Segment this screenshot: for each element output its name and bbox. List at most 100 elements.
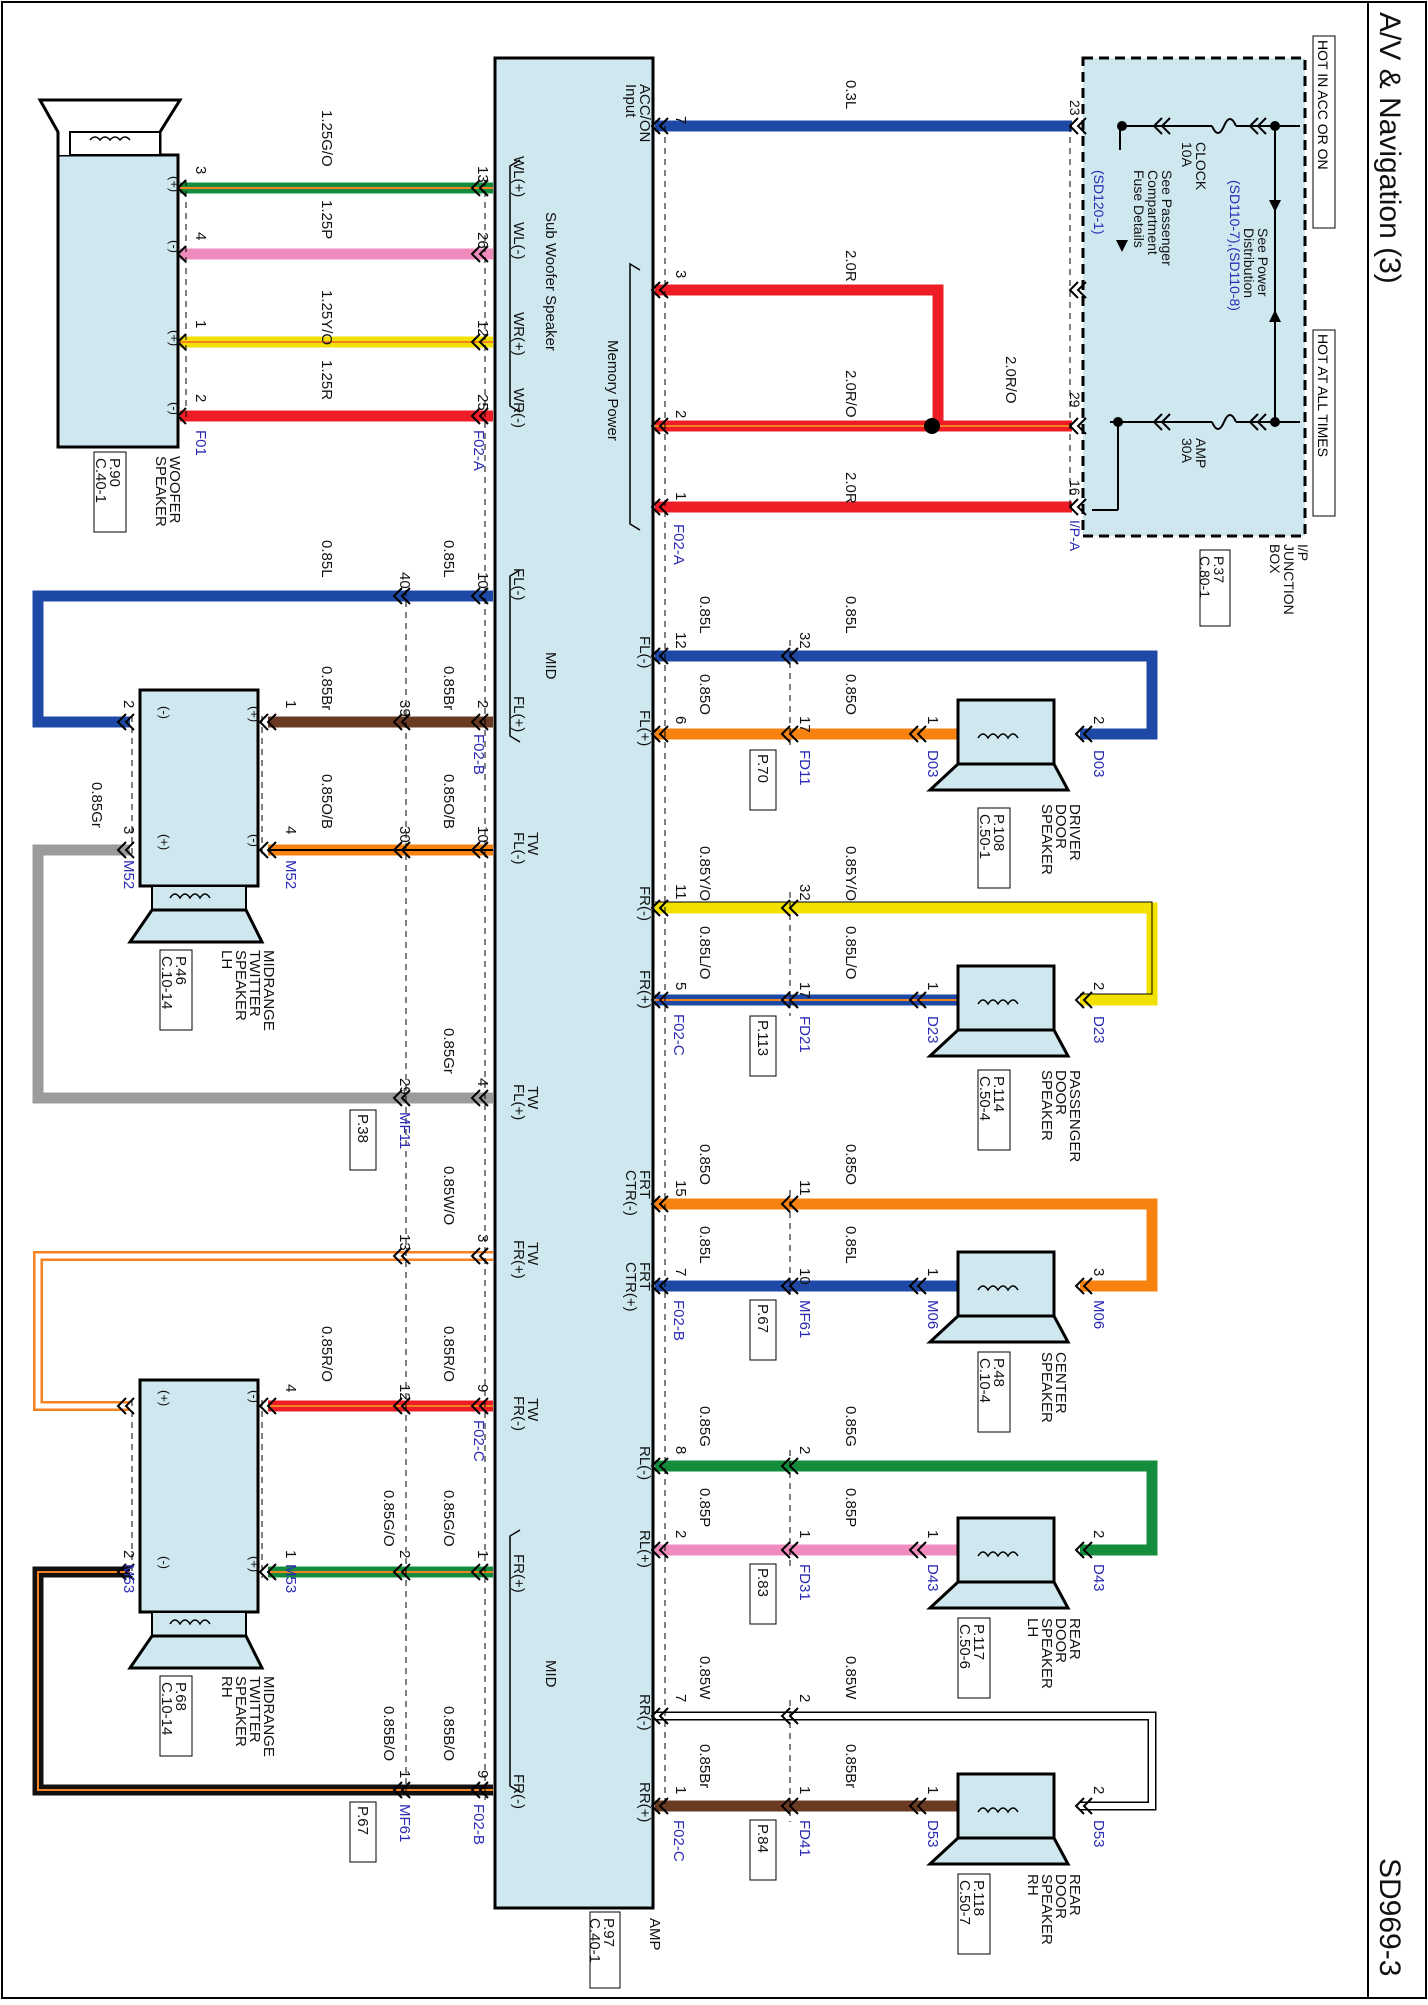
driver-door-speaker xyxy=(926,698,1071,792)
connector-chevron xyxy=(116,1563,135,1581)
amp-pin-tw-fr-plus: FR(+) xyxy=(510,1240,527,1279)
connector-name-6[interactable]: F02-C xyxy=(470,1420,487,1462)
speaker-rear_rh-l2: DOOR xyxy=(1052,1874,1069,1919)
pin-number-l15: 29 xyxy=(396,1078,413,1095)
wire-wr-minus: 1.25R xyxy=(318,360,335,400)
connector-chevron xyxy=(1068,281,1087,299)
wire-ctr-plus-b: 0.85L xyxy=(842,1226,859,1264)
pin-number-r12: 7 xyxy=(672,1694,689,1702)
page-ref-box xyxy=(349,1109,377,1171)
connector-name-15[interactable]: D03 xyxy=(1090,750,1107,778)
pin-number-l9: 9 xyxy=(474,1384,491,1392)
wire-ctr-plus-a: 0.85L xyxy=(696,1226,713,1264)
connector-name-10[interactable]: FD21 xyxy=(796,1016,813,1053)
hot-acc-label: HOT IN ACC OR ON xyxy=(1315,40,1331,170)
speaker-rear_lh-l4: LH xyxy=(1024,1618,1041,1637)
connector-name-13[interactable]: FD41 xyxy=(796,1820,813,1857)
connector-chevron xyxy=(258,713,277,731)
amp-pin-fr-minus: FR(-) xyxy=(636,886,653,921)
connector-name-21[interactable]: D43 xyxy=(1090,1564,1107,1592)
connector-name-0[interactable]: F01 xyxy=(192,430,209,456)
connector-name-8[interactable]: F02-B xyxy=(470,1804,487,1845)
mid-label-2: MID xyxy=(542,1660,559,1688)
pin-number-r19: 10 xyxy=(796,1268,813,1285)
connector-name-23[interactable]: D53 xyxy=(1090,1820,1107,1848)
connector-name-9[interactable]: FD11 xyxy=(796,750,813,786)
connector-name-17[interactable]: D23 xyxy=(1090,1016,1107,1044)
speaker-rear_rh-conn: C.50-7 xyxy=(956,1880,973,1925)
connector-name-7[interactable]: F02-C xyxy=(670,1820,687,1862)
connector-name-16[interactable]: D23 xyxy=(924,1016,941,1044)
connector-chevron xyxy=(470,407,489,425)
connector-chevron xyxy=(908,1277,927,1295)
polarity-label-9: (+) xyxy=(157,1390,172,1406)
connector-chevron xyxy=(780,725,799,743)
amp-pin-ctr-minus-1: FRT xyxy=(636,1170,653,1199)
pin-number-l19: 1 xyxy=(396,1770,413,1778)
speaker-rear_rh-l4: RH xyxy=(1024,1874,1041,1896)
amp-pin-rl-plus: RL(+) xyxy=(636,1530,653,1568)
pin-number-l29: 1 xyxy=(282,1550,299,1558)
connector-chevron xyxy=(258,1563,277,1581)
polarity-label-2: (+) xyxy=(167,330,182,346)
connector-name-22[interactable]: D53 xyxy=(924,1820,941,1848)
connector-name-1[interactable]: F02-A xyxy=(470,430,487,471)
connector-name-20[interactable]: D43 xyxy=(924,1564,941,1592)
speaker-rear_lh-conn: C.50-6 xyxy=(956,1624,973,1669)
connector-name-12[interactable]: FD31 xyxy=(796,1564,813,1601)
amp-pin-ctr-plus-1: FRT xyxy=(636,1262,653,1291)
page-code: SD969-3 xyxy=(1373,1858,1406,1976)
see-pass-ref[interactable]: (SD120-1) xyxy=(1091,170,1107,235)
connector-name-11[interactable]: MF61 xyxy=(796,1300,813,1338)
pin-number-r0: 7 xyxy=(672,116,689,124)
speaker-rear_lh-page: P.117 xyxy=(970,1624,987,1660)
conn-ipa[interactable]: I/P-A xyxy=(1067,520,1083,552)
pin-number-r2: 2 xyxy=(672,410,689,418)
see-pass-2: Compartment xyxy=(1145,170,1161,255)
connector-name-4[interactable]: F02-C xyxy=(670,1014,687,1056)
pin-number-r5: 6 xyxy=(672,716,689,724)
wire-mid-fl-minus-b: 0.85L xyxy=(318,540,335,578)
connector-name-5[interactable]: F02-B xyxy=(670,1300,687,1341)
connector-name-27[interactable]: M53 xyxy=(282,1564,299,1593)
page-ref-box xyxy=(93,451,127,533)
connector-name-14[interactable]: D03 xyxy=(924,750,941,778)
pin-number-l24: 1 xyxy=(282,700,299,708)
pin-number-r15: 17 xyxy=(796,716,813,733)
connector-chevron xyxy=(1074,1277,1093,1295)
speaker-driver-l2: DOOR xyxy=(1052,804,1069,849)
connector-name-26[interactable]: MF11 xyxy=(396,1112,413,1149)
speaker-driver-page: P.108 xyxy=(990,814,1007,851)
speaker-rear_rh-page: P.118 xyxy=(970,1880,987,1916)
connector-chevron xyxy=(780,1797,799,1815)
mid-label-1: MID xyxy=(542,652,559,680)
connector-name-25[interactable]: M52 xyxy=(120,860,137,889)
page-ref-box xyxy=(977,807,1011,889)
connector-name-28[interactable]: M53 xyxy=(120,1564,137,1593)
speaker-passenger-l3: SPEAKER xyxy=(1038,1070,1055,1141)
acc-on-label-2: Input xyxy=(622,84,639,118)
amp-pin-rr-plus: RR(+) xyxy=(636,1782,653,1822)
connector-chevron xyxy=(908,725,927,743)
see-power-ref[interactable]: (SD110-7),(SD110-8) xyxy=(1227,180,1243,311)
pin-number-l8: 3 xyxy=(474,1234,491,1242)
connector-name-24[interactable]: M52 xyxy=(282,860,299,889)
amp-pin-rl-minus: RL(-) xyxy=(636,1446,653,1480)
pin-number-l10: 1 xyxy=(474,1550,491,1558)
connector-name-2[interactable]: F02-A xyxy=(670,524,687,565)
wire-mid-fl-minus-a: 0.85L xyxy=(440,540,457,578)
pin-number-r30: 1 xyxy=(924,1530,941,1538)
page-ref-box xyxy=(749,1563,777,1625)
connector-name-18[interactable]: M06 xyxy=(924,1300,941,1329)
wire-rr-minus-b: 0.85W xyxy=(842,1656,859,1700)
amp-fuse-amp: 30A xyxy=(1179,438,1195,464)
wire-rl-plus-b: 0.85P xyxy=(842,1488,859,1527)
connector-chevron xyxy=(1068,498,1087,516)
connector-name-29[interactable]: MF61 xyxy=(396,1804,413,1842)
amp-unit xyxy=(493,56,655,1910)
pin-number-r1: 3 xyxy=(672,270,689,278)
connector-name-19[interactable]: M06 xyxy=(1090,1300,1107,1329)
connector-name-3[interactable]: F02-B xyxy=(470,734,487,775)
